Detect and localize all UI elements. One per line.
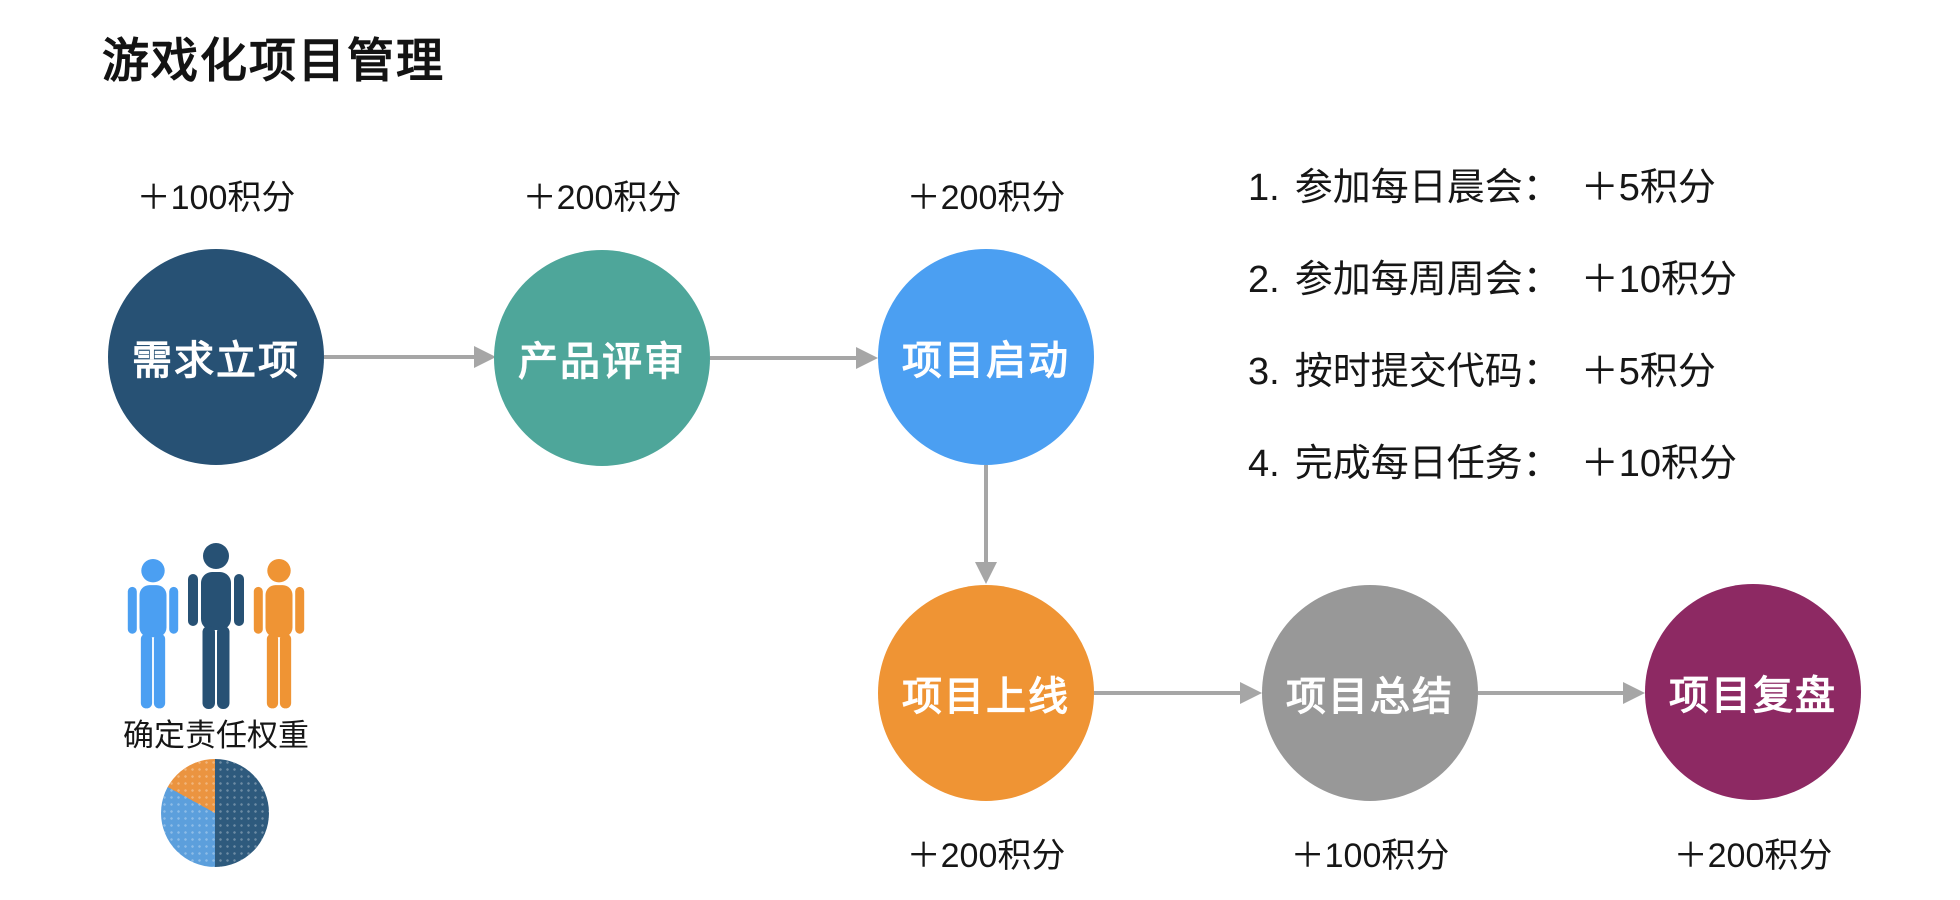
stage-label: 项目上线 (902, 675, 1070, 719)
stage-points-label: ＋200积分 (906, 179, 1066, 217)
stage-label: 需求立项 (132, 339, 300, 383)
arrow-stage5-stage6 (1478, 682, 1645, 704)
responsibility-weight-pie-chart (161, 759, 269, 867)
stage-points-label: ＋200积分 (906, 837, 1066, 875)
arrow-stage3-stage4 (975, 465, 997, 584)
arrow-stage4-stage5 (1094, 682, 1262, 704)
stage-node-retrospective: 项目复盘 (1645, 584, 1861, 800)
arrow-stage2-stage3 (710, 347, 878, 369)
list-item: 1. 参加每日晨会： ＋5积分 (1248, 162, 1737, 214)
team-people-icon (127, 543, 305, 709)
bonus-task-list: 1. 参加每日晨会： ＋5积分 2. 参加每周周会： ＋10积分 3. 按时提交… (1248, 162, 1737, 530)
task-points: ＋10积分 (1580, 443, 1737, 485)
stage-points-label: ＋100积分 (1290, 837, 1450, 875)
task-text: 参加每周周会： (1294, 259, 1561, 301)
stage-node-summary: 项目总结 (1262, 585, 1478, 801)
stage-label: 项目启动 (902, 339, 1070, 383)
page-title: 游戏化项目管理 (102, 34, 445, 87)
stage-node-requirement: 需求立项 (108, 249, 324, 465)
task-number: 4. (1248, 443, 1280, 485)
stage-points-label: ＋100积分 (136, 179, 296, 217)
stage-node-kickoff: 项目启动 (878, 249, 1094, 465)
stage-label: 产品评审 (518, 340, 686, 384)
stage-points-label: ＋200积分 (522, 179, 682, 217)
task-points: ＋10积分 (1580, 259, 1737, 301)
task-text: 完成每日任务： (1294, 443, 1561, 485)
task-number: 2. (1248, 259, 1280, 301)
task-points: ＋5积分 (1580, 351, 1716, 393)
stage-label: 项目复盘 (1669, 674, 1837, 718)
stage-node-product-review: 产品评审 (494, 250, 710, 466)
team-caption: 确定责任权重 (123, 718, 309, 753)
person-icon-blue (127, 559, 179, 709)
person-icon-navy (188, 543, 244, 709)
stage-label: 项目总结 (1286, 675, 1454, 719)
task-text: 按时提交代码： (1294, 351, 1561, 393)
stage-points-label: ＋200积分 (1673, 837, 1833, 875)
task-text: 参加每日晨会： (1294, 167, 1561, 209)
task-points: ＋5积分 (1580, 167, 1716, 209)
list-item: 3. 按时提交代码： ＋5积分 (1248, 346, 1737, 398)
task-number: 1. (1248, 167, 1280, 209)
arrow-stage1-stage2 (324, 346, 496, 368)
list-item: 2. 参加每周周会： ＋10积分 (1248, 254, 1737, 306)
list-item: 4. 完成每日任务： ＋10积分 (1248, 438, 1737, 490)
stage-node-launch: 项目上线 (878, 585, 1094, 801)
task-number: 3. (1248, 351, 1280, 393)
person-icon-orange (253, 559, 305, 709)
